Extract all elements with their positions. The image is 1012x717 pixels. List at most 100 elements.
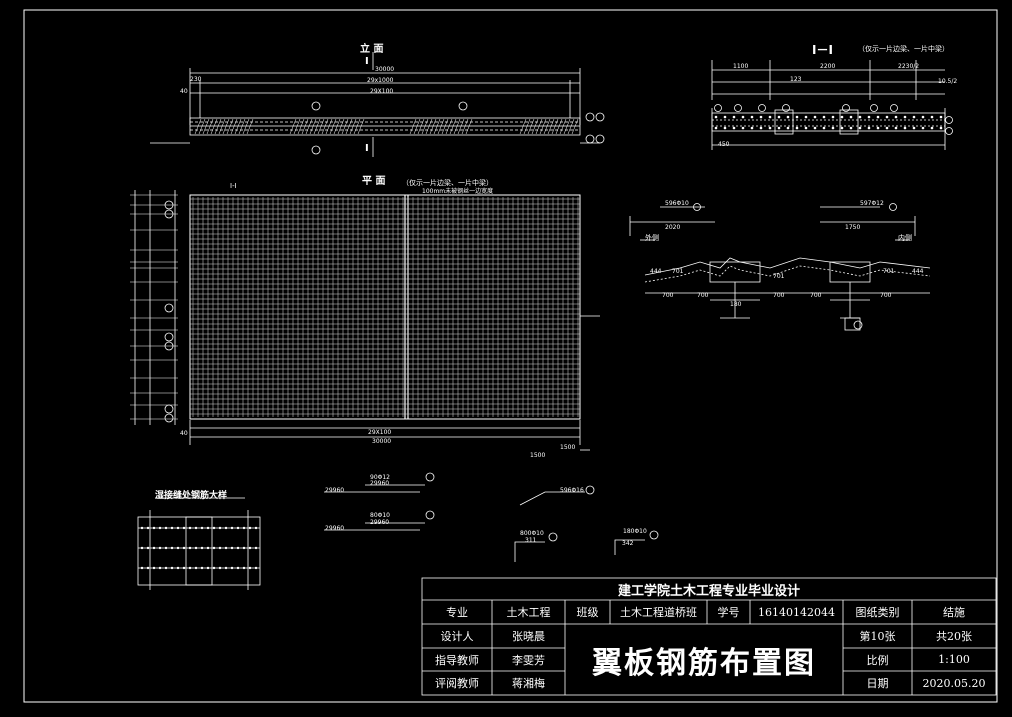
- section-title: Ⅰ－Ⅰ: [812, 43, 833, 57]
- rebar-shape-view: [629, 203, 931, 331]
- scale-label: 比例: [866, 653, 889, 667]
- reviewer-label: 评阅教师: [435, 677, 479, 690]
- seg-700-c: 700: [773, 292, 785, 299]
- plan-markers: [164, 200, 174, 423]
- section-view: [711, 60, 953, 150]
- rebar9-label: 180Φ10: [623, 528, 647, 535]
- reviewer-value: 蒋湘梅: [512, 677, 545, 690]
- class-label: 班级: [576, 606, 599, 619]
- dim-span-1500b: 1500: [560, 444, 576, 451]
- marker-circle: [311, 145, 321, 155]
- elevation-title: 立 面: [360, 44, 384, 55]
- dim-total-length: 30000: [375, 66, 395, 73]
- seg-701-c: 701: [883, 268, 895, 275]
- rebar3-label: 596Φ16: [560, 487, 584, 494]
- marker-circle: [595, 112, 605, 122]
- seg-701-b: 701: [773, 273, 785, 280]
- type-label: 图纸类别: [855, 606, 900, 619]
- marker-circle: [595, 134, 605, 144]
- section-joint: [774, 109, 794, 135]
- plan-title: 平 面: [362, 176, 386, 187]
- section-cut-mark-top: Ⅰ: [365, 56, 369, 67]
- elevation-view: [150, 52, 605, 157]
- rebar6-length-b: 29960: [325, 525, 345, 532]
- designer-value: 张晓晨: [512, 630, 545, 643]
- id-label: 学号: [717, 606, 740, 619]
- dim-plan-bottom: 29X100: [368, 429, 392, 436]
- id-value: 16140142044: [758, 605, 835, 619]
- rebar8-label: 800Φ10: [520, 530, 544, 537]
- outer-side-label: 外侧: [645, 234, 659, 242]
- rebar1-length: 2020: [665, 224, 681, 231]
- elevation-beam: [189, 117, 581, 136]
- joint-detail-title: 湿接缝处钢筋大样: [155, 491, 228, 501]
- designer-label: 设计人: [440, 630, 474, 643]
- section-joint: [839, 109, 859, 135]
- seg-444-right: 444: [912, 268, 924, 275]
- dim-bottom-length: 29X100: [370, 88, 394, 95]
- sec-dim-2200: 2200: [820, 63, 836, 70]
- plan-note: （仅示一片边梁、一片中梁）: [402, 179, 493, 187]
- sec-dim-tail: 10.5/2: [938, 78, 958, 85]
- section-rebar-dots: [714, 115, 943, 130]
- major-label: 专业: [446, 606, 468, 619]
- dim-left-end: 230: [190, 76, 202, 83]
- sec-dim-w: 123: [790, 76, 802, 83]
- marker-circle: [458, 101, 468, 111]
- titleblock-grid: [421, 577, 997, 696]
- sheet-total: 共20张: [936, 630, 972, 643]
- marker-circle: [585, 112, 595, 122]
- seg-701-a: 701: [672, 268, 684, 275]
- seg-700-b: 700: [697, 292, 709, 299]
- rebar2-label: 597Φ12: [860, 200, 884, 207]
- date-value: 2020.05.20: [922, 676, 986, 690]
- plan-side-dims: [130, 194, 178, 420]
- rebar5-length: 29960: [370, 480, 390, 487]
- sheet-number: 第10张: [859, 630, 896, 643]
- sec-dim-1100: 1100: [733, 63, 749, 70]
- major-value: 土木工程: [506, 606, 551, 619]
- rebar5-length-b: 29960: [325, 487, 345, 494]
- date-label: 日期: [866, 677, 889, 690]
- dim-mid-length: 29x1000: [367, 77, 394, 84]
- rebar9-length: 342: [622, 540, 634, 547]
- section-slab: [711, 112, 946, 132]
- sec-dim-half: 2230/2: [898, 63, 920, 70]
- seg-700-d: 700: [810, 292, 822, 299]
- rebar2-length: 1750: [845, 224, 861, 231]
- section-note: （仅示一片边梁、一片中梁）: [858, 45, 949, 53]
- class-value: 土木工程道桥班: [620, 606, 697, 619]
- rebar-samples: [324, 472, 659, 562]
- elevation-hatch: [194, 118, 579, 135]
- rebar1-label: 596Φ10: [665, 200, 689, 207]
- titleblock-header: 建工学院土木工程专业毕业设计: [617, 583, 800, 599]
- cut-width-note: 100mm未被钢丝一边宽度: [422, 188, 494, 195]
- marker-circle: [585, 134, 595, 144]
- advisor-value: 李雯芳: [512, 653, 545, 667]
- joint-detail: [137, 497, 261, 590]
- seg-444-left: 444: [650, 268, 662, 275]
- sheet-border: [23, 9, 998, 703]
- marker-circle: [311, 101, 321, 111]
- dim-plan-side-a: 40: [180, 430, 188, 437]
- sec-dim-450: 450: [718, 141, 730, 148]
- section-cut-mark-bottom: Ⅰ: [365, 143, 369, 154]
- advisor-label: 指导教师: [435, 653, 479, 667]
- plan-rebar-grid: [190, 197, 580, 417]
- inner-side-label: 内侧: [898, 234, 912, 242]
- drawing-title: 翼板钢筋布置图: [592, 645, 816, 681]
- type-value: 结施: [943, 606, 965, 619]
- dim-plan-total: 30000: [372, 438, 392, 445]
- dim-side-a: 40: [180, 88, 188, 95]
- seg-700-a: 700: [662, 292, 674, 299]
- rebar6-length: 29960: [370, 519, 390, 526]
- scale-value: 1:100: [938, 653, 970, 666]
- plan-cut-label: Ⅰ-Ⅰ: [230, 182, 237, 190]
- seg-180: 180: [730, 301, 742, 308]
- plan-outline: [189, 194, 581, 420]
- rebar5-label: 90Φ12: [370, 474, 390, 481]
- dim-span-1500: 1500: [530, 452, 546, 459]
- rebar6-label: 80Φ10: [370, 512, 390, 519]
- plan-view: [134, 190, 600, 451]
